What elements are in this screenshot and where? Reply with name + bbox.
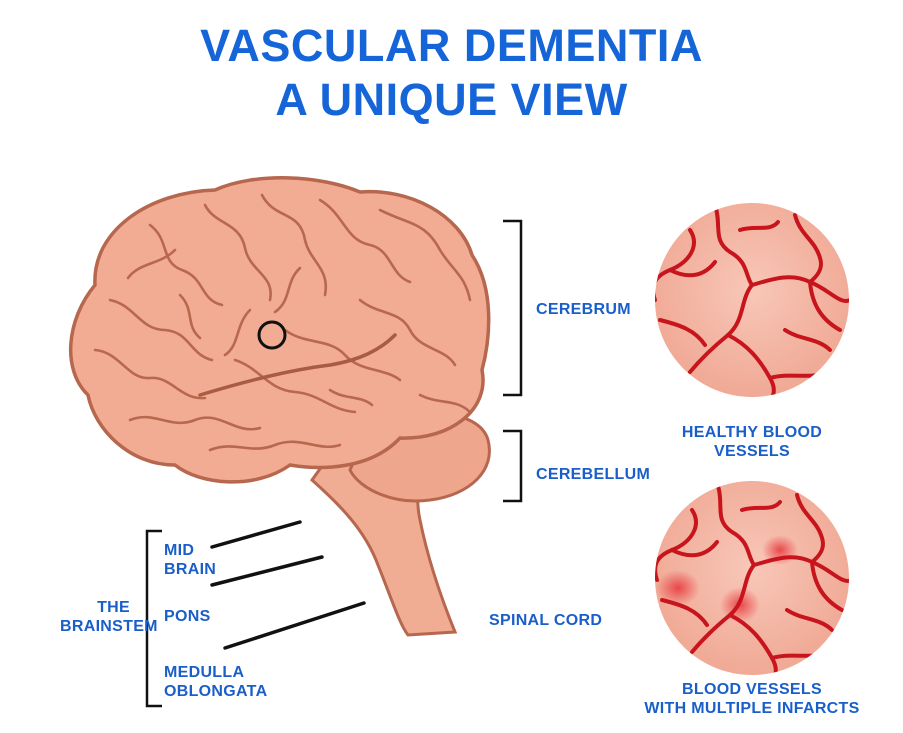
healthy-vessels-label-line-2: VESSELS <box>714 443 790 460</box>
pons-label: PONS <box>164 608 211 625</box>
cerebrum-bracket <box>503 219 523 397</box>
title-line-1: VASCULAR DEMENTIA <box>200 20 703 71</box>
cerebrum-label: CEREBRUM <box>536 301 631 318</box>
brainstem-label: THE BRAINSTEM <box>60 598 158 636</box>
pons-pointer <box>210 555 324 587</box>
midbrain-label-line-2: BRAIN <box>164 561 217 578</box>
pointer-lines <box>210 520 366 650</box>
medulla-pointer <box>223 601 366 650</box>
brainstem-label-line-1: THE <box>97 599 130 616</box>
infarct-vessels-label: BLOOD VESSELS WITH MULTIPLE INFARCTS <box>637 680 867 718</box>
brackets <box>145 219 523 708</box>
healthy-vessels-label-line-1: HEALTHY BLOOD <box>681 424 823 441</box>
cerebellum-bracket <box>503 429 523 503</box>
medulla-label: MEDULLA OBLONGATA <box>164 663 267 701</box>
brainstem-bracket <box>145 529 162 708</box>
brainstem-label-line-2: BRAINSTEM <box>60 618 158 635</box>
healthy-vessels-label: HEALTHY BLOOD VESSELS <box>652 423 852 461</box>
midbrain-label: MID BRAIN <box>164 541 216 579</box>
infarct-vessels-label-line-1: BLOOD VESSELS <box>682 681 822 698</box>
medulla-label-line-1: MEDULLA <box>164 664 245 681</box>
cerebellum-label: CEREBELLUM <box>536 466 651 483</box>
cerebrum-shape <box>69 176 491 484</box>
infarct-vessels-label-line-2: WITH MULTIPLE INFARCTS <box>644 700 860 717</box>
medulla-label-line-2: OBLONGATA <box>164 683 268 700</box>
marker-circle <box>257 320 287 350</box>
midbrain-pointer <box>210 520 302 549</box>
midbrain-label-line-1: MID <box>164 542 195 559</box>
infarct-spot-1 <box>656 570 700 606</box>
healthy-vessels-circle <box>655 203 849 397</box>
infarct-vessels-circle <box>655 481 849 675</box>
spinal-cord-label: SPINAL CORD <box>489 612 603 629</box>
title-line-2: A UNIQUE VIEW <box>275 74 628 125</box>
